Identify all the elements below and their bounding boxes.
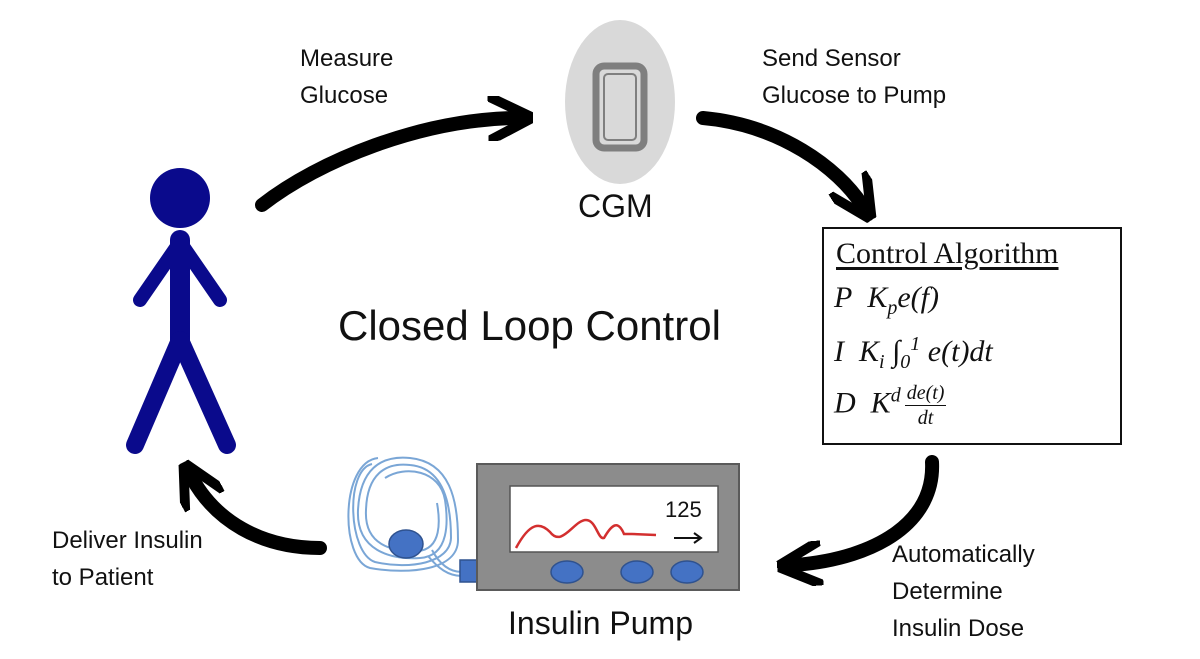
integral-term: I Ki ∫01 e(t)dt — [834, 333, 993, 373]
pump-display-value: 125 — [665, 497, 702, 522]
edge-label-deliver-insulin: Deliver Insulin to Patient — [52, 527, 203, 591]
arrow-algorithm-to-pump — [795, 455, 940, 565]
cgm-label: CGM — [578, 188, 653, 224]
pump-connector — [459, 559, 479, 583]
cgm-sensor — [592, 62, 648, 152]
cgm-oval — [565, 20, 675, 184]
cgm-device — [565, 20, 675, 184]
arrow-pump-to-patient — [192, 478, 327, 555]
arrow-patient-to-cgm — [255, 118, 515, 212]
edge-label-measure-glucose: Measure Glucose — [300, 45, 394, 109]
edge-label-send-sensor-glucose: Send Sensor Glucose to Pump — [762, 45, 947, 109]
edge-label-determine-dose: Automatically Determine Insulin Dose — [892, 541, 1035, 642]
patient-figure — [126, 168, 236, 454]
pump-button — [620, 560, 654, 584]
integral-sign: ∫ — [892, 335, 901, 368]
arrow-cgm-to-algorithm — [696, 111, 862, 205]
pump-button — [550, 560, 584, 584]
pump-screen — [509, 485, 719, 553]
diagram-title: Closed Loop Control — [338, 302, 721, 349]
glucose-trace — [514, 518, 657, 549]
pump-button — [670, 560, 704, 584]
patient-head — [150, 168, 210, 228]
proportional-term: P Kpe(f) — [834, 281, 939, 319]
infusion-site — [388, 529, 424, 559]
control-algorithm-box: Control Algorithm P Kpe(f) I Ki ∫01 e(t)… — [822, 227, 1122, 445]
derivative-fraction: de(t)dt — [904, 382, 947, 429]
control-algorithm-title: Control Algorithm — [836, 237, 1059, 270]
insulin-pump-device — [347, 456, 740, 591]
insulin-pump-label: Insulin Pump — [508, 605, 693, 641]
